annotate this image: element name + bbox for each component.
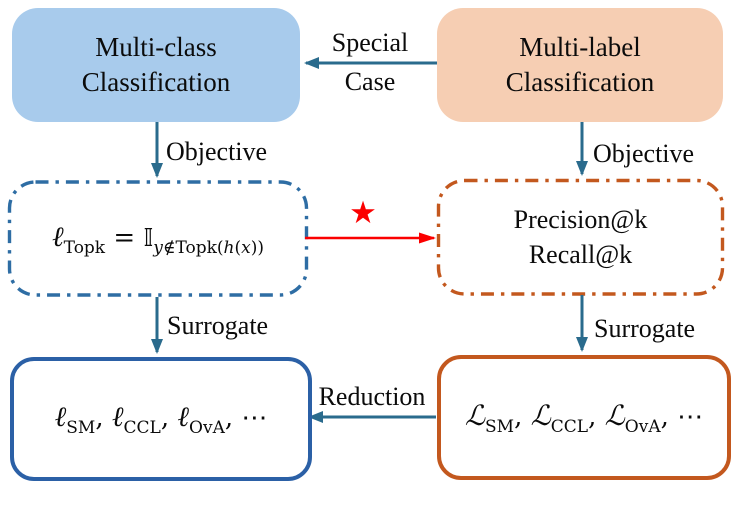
formula-subscript: Topk (63, 237, 106, 258)
surrogate-label-left: Surrogate (167, 311, 269, 340)
multiclass-box-line1: Multi-class (95, 32, 217, 62)
topk-loss-formula: ℓTopk = 𝕀y∉Topk(h(x)) (52, 220, 264, 258)
indicator-symbol: 𝕀 (143, 222, 154, 252)
precision-at-k-label: Precision@k (513, 205, 648, 234)
special-case-label-line1: Special (331, 28, 409, 57)
formula-symbol: ℒ (464, 398, 486, 432)
ellipsis-symbol: ⋯ (677, 401, 704, 432)
multilabel-surrogates-box: ℒSM, ℒCCL, ℒOvA, ⋯ (437, 355, 731, 480)
formula-symbol: ℒ (604, 398, 625, 432)
formula-subscript: x (241, 237, 251, 258)
multiclass-surrogates-formula: ℓSM, ℓCCL, ℓOvA, ⋯ (55, 400, 268, 438)
formula-subscript: h (223, 237, 235, 258)
formula-symbol: ℒ (530, 398, 551, 432)
formula-separator: , (160, 403, 178, 433)
formula-separator: , (514, 401, 531, 432)
formula-subscript: OvA (624, 416, 661, 437)
formula-separator: , (95, 403, 112, 433)
formula-subscript: SM (485, 416, 515, 437)
multiclass-box: Multi-class Classification (12, 8, 300, 122)
recall-at-k-label: Recall@k (528, 240, 633, 269)
formula-subscript: )) (250, 237, 264, 258)
multilabel-box-line2: Classification (505, 67, 655, 97)
formula-symbol: ℓ (177, 400, 190, 433)
formula-subscript: CCL (550, 416, 589, 437)
precision-recall-dashed-border (436, 178, 725, 296)
surrogate-label-right: Surrogate (594, 314, 696, 343)
formula-separator: , (588, 401, 605, 432)
multiclass-surrogates-box: ℓSM, ℓCCL, ℓOvA, ⋯ (10, 357, 312, 481)
formula-operator: = (105, 222, 144, 253)
formula-subscript: CCL (123, 418, 161, 438)
formula-subscript: Topk( (175, 237, 224, 258)
ellipsis-symbol: ⋯ (241, 403, 268, 433)
topk-loss-box: ℓTopk = 𝕀y∉Topk(h(x)) (8, 181, 308, 296)
formula-subscript: ( (234, 237, 242, 258)
formula-symbol: ℓ (52, 219, 64, 253)
star-icon: ★ (349, 195, 377, 231)
formula-separator: , (660, 401, 678, 432)
formula-symbol: ℓ (54, 400, 67, 433)
formula-subscript: OvA (189, 418, 225, 438)
multiclass-box-line2: Classification (81, 67, 231, 97)
notin-symbol: ∉ (162, 237, 176, 258)
precision-recall-box: Precision@k Recall@k (437, 179, 724, 295)
reduction-label: Reduction (318, 382, 426, 411)
multilabel-box: Multi-label Classification (437, 8, 723, 122)
formula-symbol: ℓ (111, 400, 124, 433)
objective-label-right: Objective (593, 139, 695, 168)
formula-subscript: y (153, 237, 163, 258)
formula-subscript: SM (66, 418, 96, 438)
objective-label-left: Objective (166, 137, 268, 166)
multilabel-surrogates-formula: ℒSM, ℒCCL, ℒOvA, ⋯ (465, 399, 703, 437)
multilabel-box-line1: Multi-label (519, 32, 641, 62)
special-case-label-line2: Case (344, 67, 396, 96)
formula-separator: , (224, 403, 242, 433)
